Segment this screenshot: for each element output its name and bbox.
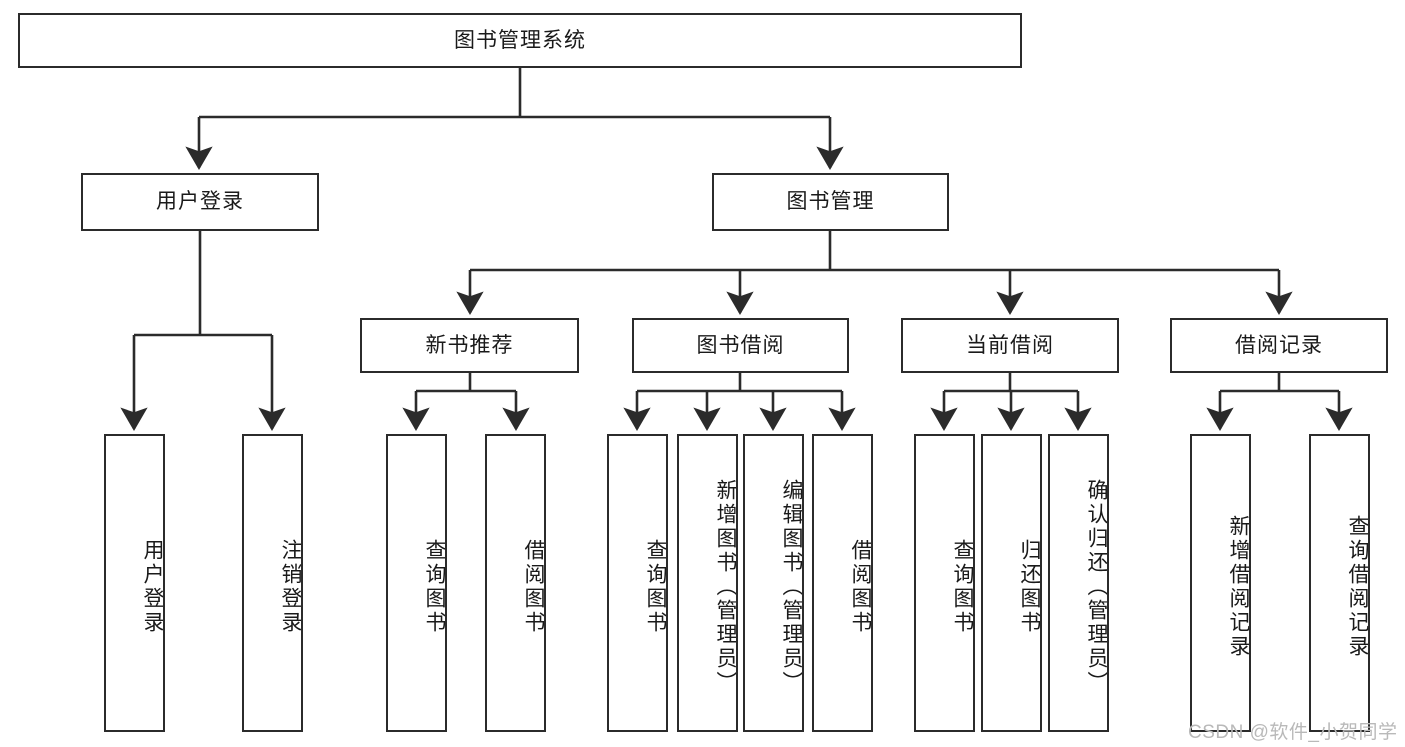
node-leaf-query-borrow-record[interactable]: 查询借阅记录 (1309, 434, 1370, 732)
node-label: 查询图书 (423, 539, 446, 635)
node-book-borrow[interactable]: 图书借阅 (632, 318, 849, 373)
node-label: 图书管理系统 (454, 28, 586, 52)
node-leaf-logout[interactable]: 注销登录 (242, 434, 303, 732)
node-root-system[interactable]: 图书管理系统 (18, 13, 1022, 68)
node-leaf-edit-book-admin[interactable]: 编辑图书（管理员） (743, 434, 804, 732)
node-label: 编辑图书（管理员） (780, 479, 803, 695)
node-label: 图书借阅 (696, 333, 785, 357)
node-book-manage[interactable]: 图书管理 (712, 173, 949, 231)
node-leaf-add-borrow-record[interactable]: 新增借阅记录 (1190, 434, 1251, 732)
node-label: 图书管理 (786, 190, 875, 214)
node-label: 用户登录 (156, 190, 244, 214)
node-leaf-query-book-recommend[interactable]: 查询图书 (386, 434, 447, 732)
node-leaf-confirm-return-admin[interactable]: 确认归还（管理员） (1048, 434, 1109, 732)
node-label: 新书推荐 (425, 333, 514, 357)
node-leaf-query-book-borrow[interactable]: 查询图书 (607, 434, 668, 732)
node-label: 确认归还（管理员） (1085, 479, 1108, 695)
node-label: 查询图书 (951, 539, 974, 635)
node-label: 归还图书 (1018, 539, 1041, 635)
node-label: 借阅记录 (1235, 333, 1323, 357)
node-borrow-record[interactable]: 借阅记录 (1170, 318, 1388, 373)
node-leaf-add-book-admin[interactable]: 新增图书（管理员） (677, 434, 738, 732)
node-label: 借阅图书 (522, 539, 545, 635)
node-leaf-borrow-book[interactable]: 借阅图书 (812, 434, 873, 732)
node-label: 新增图书（管理员） (714, 479, 737, 695)
node-label: 注销登录 (279, 539, 302, 635)
node-label: 当前借阅 (966, 333, 1054, 357)
node-leaf-query-book-current[interactable]: 查询图书 (914, 434, 975, 732)
node-new-book-recommend[interactable]: 新书推荐 (360, 318, 579, 373)
node-label: 借阅图书 (849, 539, 872, 635)
node-leaf-borrow-book-recommend[interactable]: 借阅图书 (485, 434, 546, 732)
node-label: 新增借阅记录 (1227, 515, 1250, 659)
node-label: 用户登录 (141, 539, 164, 635)
node-label: 查询借阅记录 (1346, 515, 1369, 659)
node-leaf-return-book[interactable]: 归还图书 (981, 434, 1042, 732)
node-user-login[interactable]: 用户登录 (81, 173, 319, 231)
node-leaf-user-login[interactable]: 用户登录 (104, 434, 165, 732)
node-label: 查询图书 (644, 539, 667, 635)
node-current-borrow[interactable]: 当前借阅 (901, 318, 1119, 373)
